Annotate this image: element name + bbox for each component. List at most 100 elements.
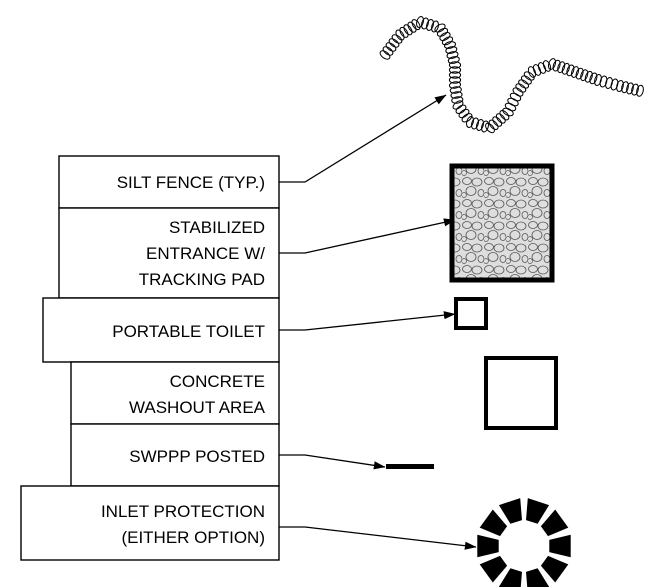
- silt-fence-loop: [434, 23, 446, 33]
- inlet-protection-block: [479, 555, 508, 583]
- silt-fence-loop: [448, 76, 462, 84]
- silt-fence-loop: [451, 96, 464, 104]
- silt-fence-loop: [449, 86, 462, 94]
- leader-stabilized-entrance: [279, 218, 456, 254]
- silt-fence-loop: [636, 84, 644, 97]
- silt-fence-loop: [450, 91, 463, 99]
- label-stabilized-entrance-2: ENTRANCE W/: [146, 244, 265, 263]
- silt-fence-loop: [495, 113, 506, 124]
- legend-box-silt-fence: SILT FENCE (TYP.): [58, 155, 280, 209]
- silt-fence-loop: [509, 92, 522, 102]
- silt-fence-loop: [388, 38, 400, 48]
- leader-silt-fence: [279, 94, 447, 183]
- silt-fence-loop: [407, 21, 417, 33]
- silt-fence-loop: [599, 75, 608, 88]
- silt-fence-loop: [461, 113, 473, 123]
- portable-toilet-symbol: [454, 297, 488, 330]
- silt-fence-loop: [458, 108, 470, 119]
- silt-fence-loop: [515, 83, 527, 93]
- inlet-protection-block: [526, 498, 550, 524]
- silt-fence-loop: [426, 19, 434, 31]
- silt-fence-loop: [444, 41, 456, 49]
- silt-fence-loop: [445, 46, 458, 54]
- silt-fence-loop: [527, 66, 537, 78]
- silt-fence-loop: [621, 81, 629, 94]
- label-portable-toilet: PORTABLE TOILET: [112, 322, 265, 341]
- silt-fence-loop: [561, 62, 570, 75]
- inlet-protection-block: [549, 534, 571, 558]
- inlet-protection-block: [498, 498, 522, 524]
- silt-fence-loop: [471, 117, 479, 130]
- silt-fence-loop: [385, 42, 397, 52]
- label-silt-fence: SILT FENCE (TYP.): [117, 173, 265, 192]
- silt-fence-loop: [448, 66, 462, 74]
- silt-fence-loop: [485, 122, 495, 134]
- silt-fence-loop: [504, 102, 517, 112]
- silt-fence-loop: [448, 61, 462, 69]
- silt-fence-loop: [448, 81, 462, 89]
- silt-fence-loop: [466, 116, 474, 128]
- inlet-protection-block: [477, 534, 499, 558]
- silt-fence-loop: [523, 71, 535, 81]
- inlet-protection-block: [479, 509, 508, 537]
- silt-fence-loop: [631, 83, 639, 96]
- inlet-protection-block: [540, 509, 569, 537]
- silt-fence-loop: [452, 100, 464, 110]
- silt-fence-loop: [399, 26, 409, 38]
- silt-fence-loop: [610, 78, 619, 91]
- silt-fence-loop: [416, 16, 424, 28]
- silt-fence-loop: [488, 119, 499, 130]
- silt-fence-loop: [580, 69, 589, 82]
- silt-fence-loop: [436, 27, 449, 37]
- silt-fence-loop: [575, 67, 584, 80]
- label-concrete-washout-2: WASHOUT AREA: [129, 398, 266, 417]
- legend-box-portable-toilet: PORTABLE TOILET: [42, 297, 280, 363]
- silt-fence-loop: [570, 66, 580, 78]
- legend-box-stabilized-entrance: STABILIZED ENTRANCE W/ TRACKING PAD: [58, 207, 280, 299]
- label-inlet-protection-2: (EITHER OPTION): [121, 528, 265, 547]
- silt-fence-loop: [439, 32, 451, 41]
- silt-fence-loop: [395, 29, 405, 41]
- label-stabilized-entrance-1: STABILIZED: [169, 218, 265, 237]
- silt-fence-loop: [520, 75, 532, 85]
- leader-inlet-protection: [279, 526, 477, 550]
- silt-fence-loop: [589, 72, 598, 85]
- silt-fence-loop: [421, 17, 429, 30]
- concrete-washout-symbol: [484, 356, 558, 430]
- inlet-protection-block: [540, 555, 569, 583]
- silt-fence-loop: [584, 70, 593, 83]
- silt-fence-loop: [557, 61, 566, 74]
- silt-fence-loop: [382, 46, 394, 56]
- silt-fence-loop: [552, 59, 561, 72]
- leader-portable-toilet: [279, 311, 456, 331]
- silt-fence-loop: [507, 97, 519, 107]
- silt-fence-loop: [403, 24, 413, 36]
- silt-fence-loop: [532, 64, 542, 76]
- legend-box-swppp-posted: SWPPP POSTED: [70, 423, 280, 487]
- silt-fence-loop: [446, 51, 459, 59]
- label-stabilized-entrance-3: TRACKING PAD: [139, 270, 265, 289]
- silt-fence-loop: [547, 58, 557, 70]
- silt-fence-loop: [391, 34, 403, 44]
- silt-fence-loop: [492, 116, 503, 127]
- swppp-sign-symbol: [386, 464, 434, 469]
- legend-box-inlet-protection: INLET PROTECTION (EITHER OPTION): [20, 485, 280, 561]
- silt-fence-loop: [512, 87, 524, 97]
- silt-fence-loop: [448, 71, 462, 79]
- label-swppp-posted: SWPPP POSTED: [129, 447, 265, 466]
- silt-fence-loop: [411, 19, 421, 31]
- leader-swppp-posted: [279, 454, 386, 470]
- label-concrete-washout-1: CONCRETE: [170, 372, 265, 391]
- silt-fence-coil-symbol: [379, 16, 644, 134]
- legend-box-concrete-washout: CONCRETE WASHOUT AREA: [70, 361, 280, 425]
- label-inlet-protection-1: INLET PROTECTION: [101, 502, 265, 521]
- inlet-protection-symbol: [477, 498, 571, 587]
- gravel-pad-symbol: [449, 163, 555, 283]
- inlet-protection-block: [498, 568, 522, 587]
- silt-fence-loop: [594, 74, 602, 86]
- silt-fence-loop: [502, 107, 514, 117]
- silt-fence-loop: [626, 82, 634, 95]
- silt-fence-loop: [542, 60, 552, 72]
- silt-fence-loop: [499, 110, 510, 121]
